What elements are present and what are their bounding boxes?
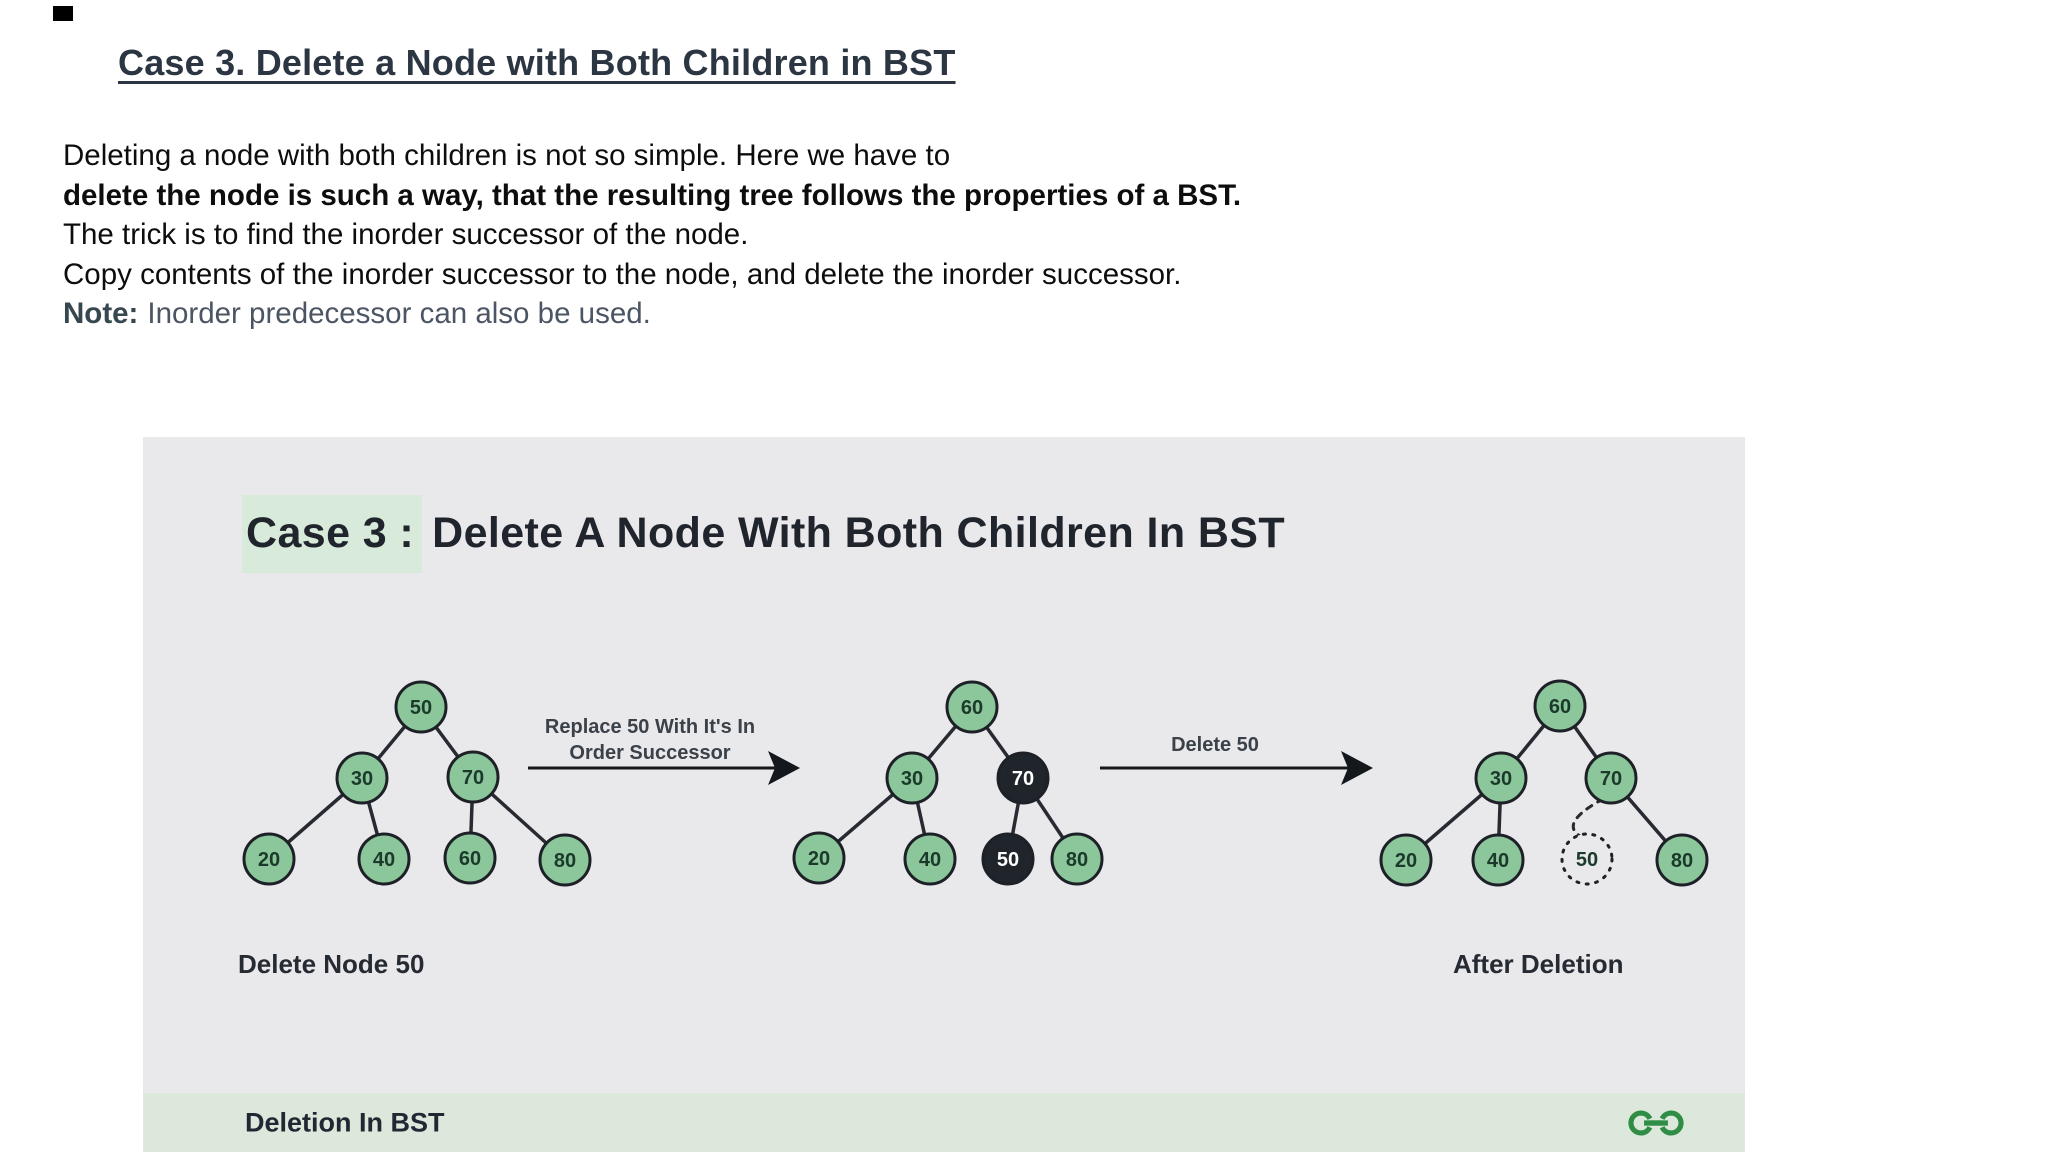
geeksforgeeks-logo-icon bbox=[1628, 1110, 1684, 1136]
svg-text:80: 80 bbox=[554, 850, 576, 872]
svg-text:Replace 50 With It's In: Replace 50 With It's In bbox=[545, 716, 755, 738]
paragraph-line: Deleting a node with both children is no… bbox=[63, 139, 951, 172]
figure-footer-bar: Deletion In BST bbox=[143, 1093, 1745, 1152]
figure-title-highlight: Case 3 : bbox=[242, 495, 423, 573]
svg-text:30: 30 bbox=[351, 768, 373, 790]
figure-title-rest: Delete A Node With Both Children In BST bbox=[432, 509, 1286, 557]
svg-text:50: 50 bbox=[410, 697, 432, 719]
svg-text:70: 70 bbox=[1012, 768, 1034, 790]
figure-footer-label: Deletion In BST bbox=[245, 1107, 445, 1137]
bst-deletion-figure: 50 30 70 20 40 60 80 60 30 70 20 40 50 80 60 30 70 20 40 50… bbox=[143, 437, 1745, 1152]
caption-delete-node: Delete Node 50 bbox=[238, 949, 425, 979]
note-line: Note:Inorder predecessor can also be use… bbox=[63, 294, 1241, 334]
svg-text:70: 70 bbox=[462, 767, 484, 789]
bst-trees-diagram: 50 30 70 20 40 60 80 60 30 70 20 40 50 80 60 30 70 20 40 50… bbox=[242, 679, 1709, 887]
svg-text:80: 80 bbox=[1066, 849, 1088, 871]
svg-text:Order Successor: Order Successor bbox=[569, 742, 730, 764]
svg-text:40: 40 bbox=[1487, 850, 1509, 872]
svg-text:40: 40 bbox=[373, 849, 395, 871]
text-cursor-mark bbox=[53, 6, 73, 21]
paragraph-line: The trick is to find the inorder success… bbox=[63, 218, 749, 251]
svg-text:60: 60 bbox=[1549, 696, 1571, 718]
svg-text:70: 70 bbox=[1600, 768, 1622, 790]
svg-text:30: 30 bbox=[901, 768, 923, 790]
svg-text:60: 60 bbox=[961, 697, 983, 719]
svg-text:30: 30 bbox=[1490, 768, 1512, 790]
svg-text:80: 80 bbox=[1671, 850, 1693, 872]
paragraph-line: Copy contents of the inorder successor t… bbox=[63, 257, 1182, 291]
svg-text:50: 50 bbox=[997, 849, 1019, 871]
figure-title: Case 3 :Delete A Node With Both Children… bbox=[242, 495, 1286, 573]
body-paragraph: Deleting a node with both children is no… bbox=[63, 136, 1241, 334]
note-text: Inorder predecessor can also be used. bbox=[147, 297, 651, 330]
svg-text:60: 60 bbox=[459, 848, 481, 870]
note-label: Note: bbox=[63, 297, 139, 330]
paragraph-line-bold: delete the node is such a way, that the … bbox=[63, 178, 1242, 212]
svg-text:20: 20 bbox=[808, 848, 830, 870]
svg-text:20: 20 bbox=[258, 849, 280, 871]
svg-text:40: 40 bbox=[919, 849, 941, 871]
svg-text:50: 50 bbox=[1576, 849, 1598, 871]
svg-text:Delete 50: Delete 50 bbox=[1171, 734, 1259, 756]
svg-text:20: 20 bbox=[1395, 850, 1417, 872]
caption-after-deletion: After Deletion bbox=[1453, 949, 1624, 979]
page-title: Case 3. Delete a Node with Both Children… bbox=[118, 42, 956, 83]
